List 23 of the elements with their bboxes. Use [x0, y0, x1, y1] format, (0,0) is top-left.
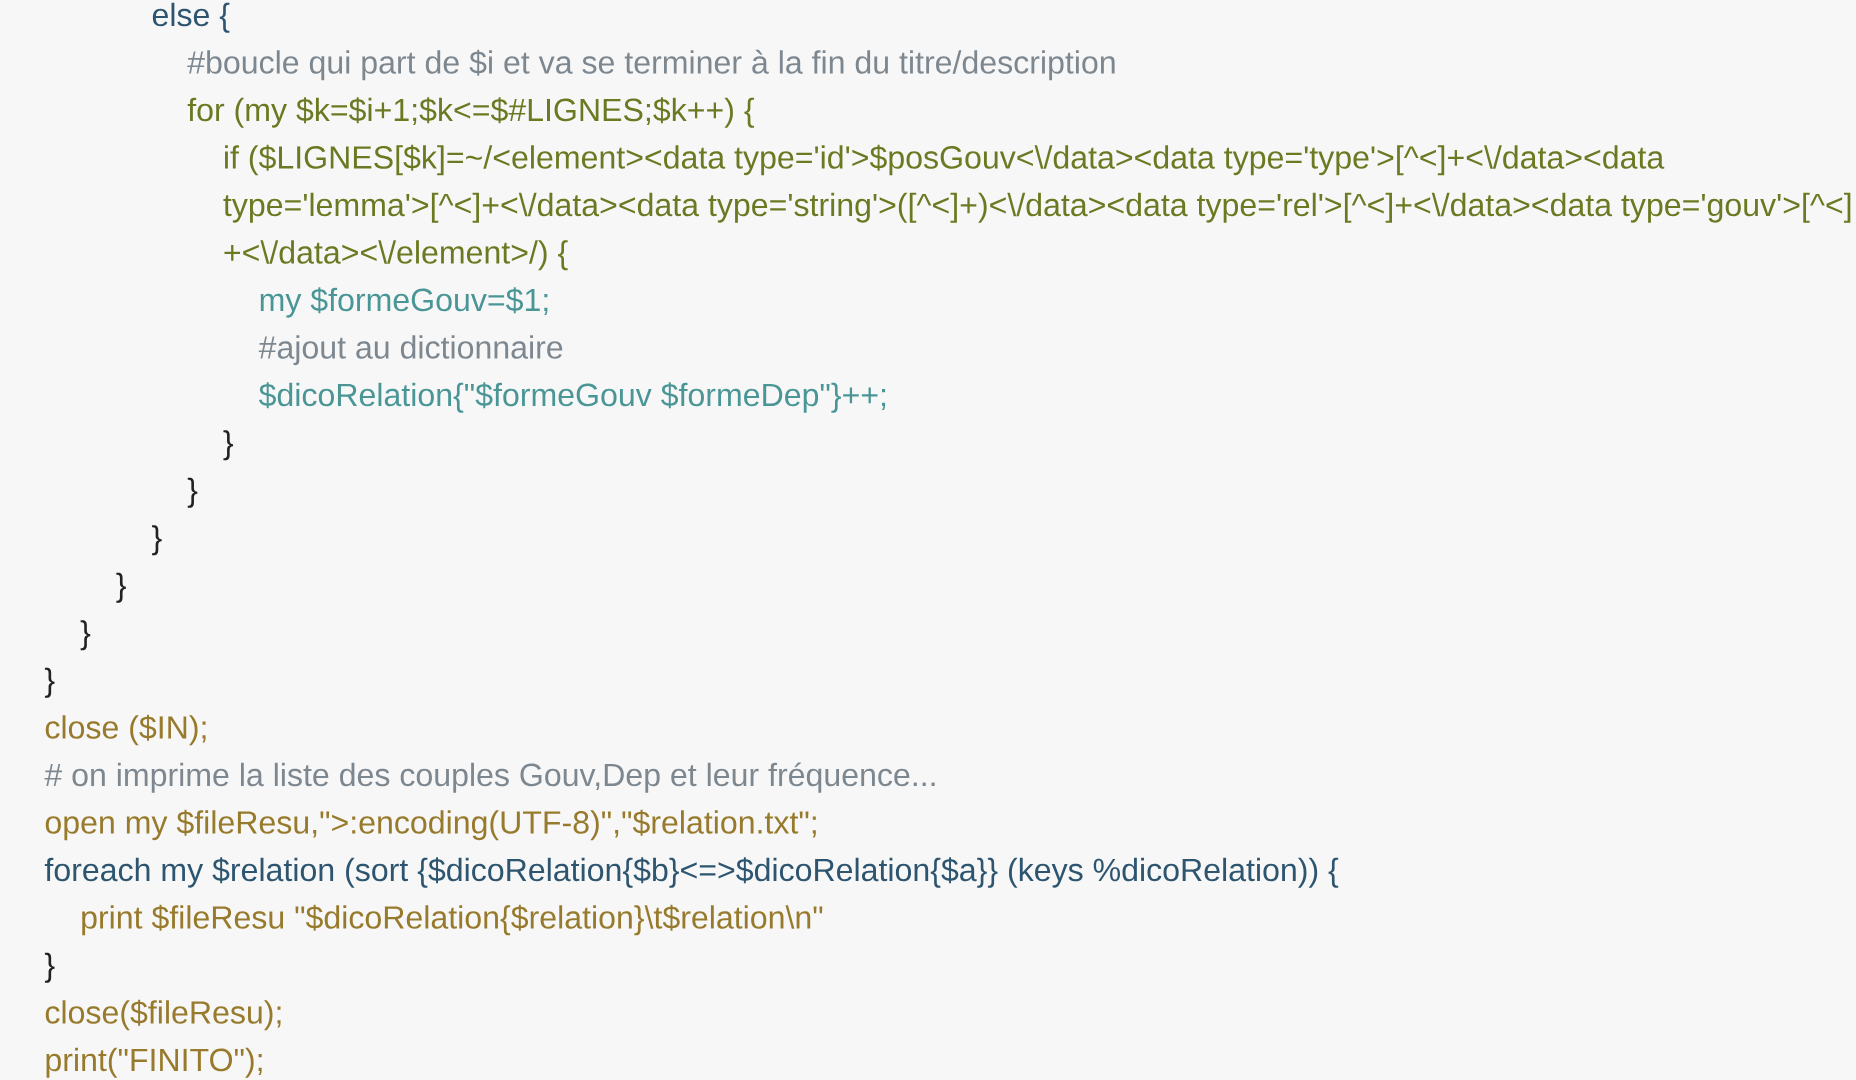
- code-line: open my $fileResu,">:encoding(UTF-8)","$relation.txt";: [45, 809, 816, 841]
- closing-brace: }: [44, 952, 55, 983]
- code-comment: # on imprime la liste des couples Gouv,Dep et leur fréquence...: [44, 762, 935, 793]
- closing-brace: }: [152, 525, 162, 556]
- closing-brace: }: [44, 667, 55, 698]
- code-comment: #ajout au dictionnaire: [258, 335, 563, 366]
- code-line: print $fileResu "$dicoRelation{$relation}\t$relation\n": [82, 904, 823, 936]
- code-line: foreach my $relation (sort {$dicoRelation{$b}<=>$dicoRelation{$a}} (keys %dicoRelation)) {: [44, 857, 1339, 888]
- closing-brace: }: [223, 430, 234, 461]
- closing-brace: }: [80, 620, 91, 651]
- code-comment: #boucle qui part de $i et va se terminer à la fin du titre/description: [187, 49, 1115, 81]
- code-line: for (my $k=$i+1;$k<=$#LIGNES;$k++) {: [187, 97, 754, 128]
- code-line: if ($LIGNES[$k]=~/<element><data type='id'>$posGouv<\/data><data type='type'>[^<]+<\/data><data: [225, 144, 1665, 176]
- code-line: +<\/data><\/element>/) {: [224, 240, 568, 271]
- code-line: type='lemma'>[^<]+<\/data><data type='string'>([^<]+)<\/data><data type='rel'>[^<]+<\/data><data type='gouv'>[^<]: [223, 192, 1851, 223]
- code-line: my $formeGouv=$1;: [260, 287, 548, 318]
- code-line: else {: [152, 2, 230, 33]
- closing-brace: }: [116, 572, 126, 603]
- code-line: $dicoRelation{"$formeGouv $formeDep"}++;: [258, 382, 886, 413]
- code-line: print("FINITO");: [46, 1047, 262, 1078]
- code-line: close ($IN);: [45, 714, 206, 746]
- closing-brace: }: [187, 477, 198, 508]
- code-line: close($fileResu);: [45, 999, 281, 1031]
